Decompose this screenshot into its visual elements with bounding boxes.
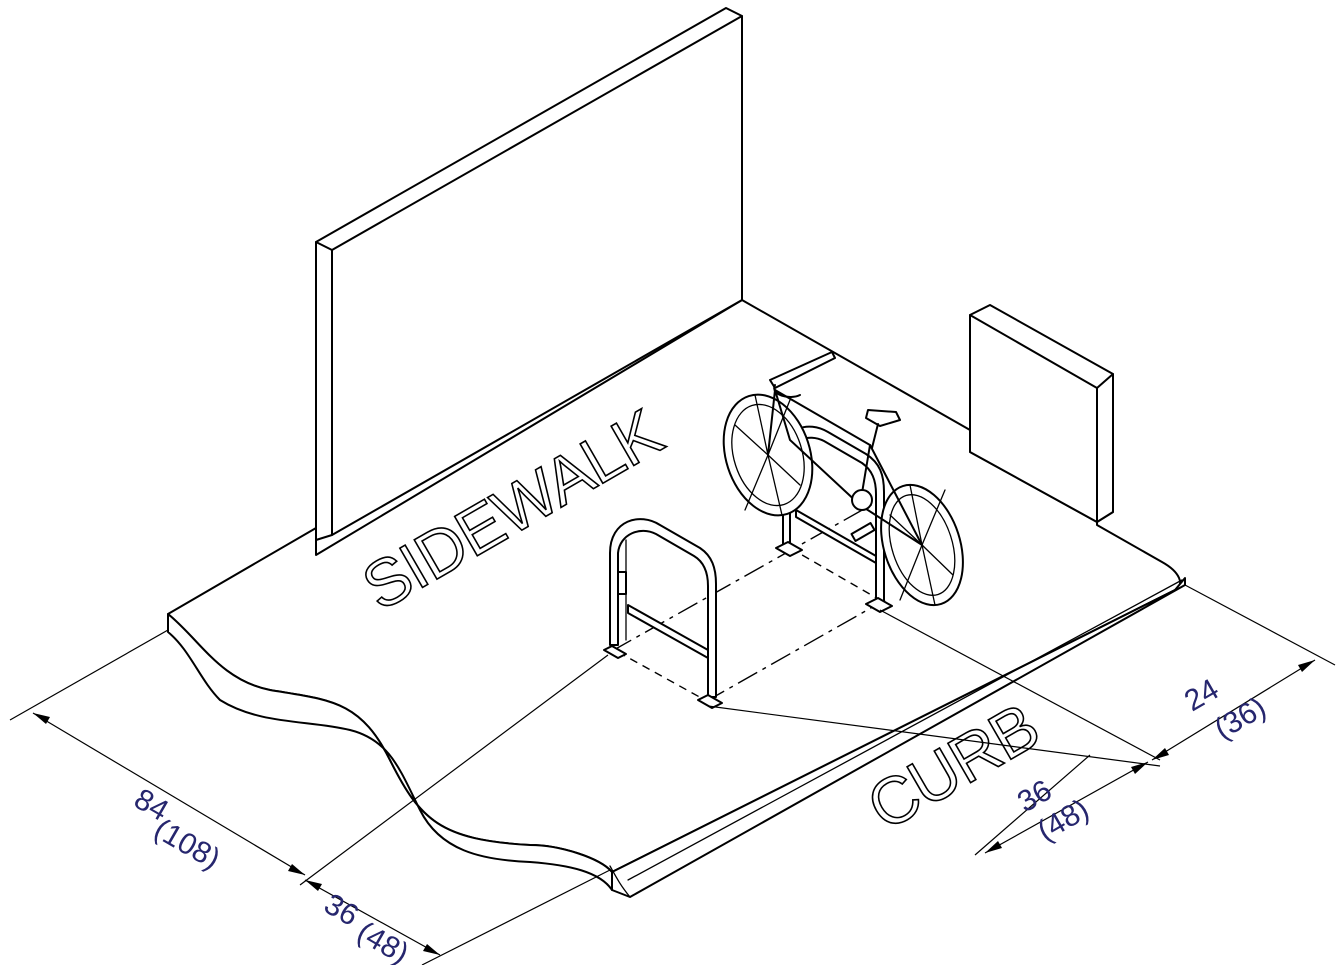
dim-36-bottom: 36 bbox=[319, 887, 364, 932]
dimension-lines bbox=[9, 584, 1336, 965]
dim-24: 24 bbox=[1179, 673, 1224, 718]
dim-108: (108) bbox=[149, 812, 226, 876]
left-wall bbox=[315, 7, 743, 541]
sidewalk-slab bbox=[167, 299, 1186, 898]
right-wall bbox=[969, 304, 1114, 523]
bike-rack-front bbox=[603, 518, 723, 709]
bicycle bbox=[722, 351, 964, 607]
